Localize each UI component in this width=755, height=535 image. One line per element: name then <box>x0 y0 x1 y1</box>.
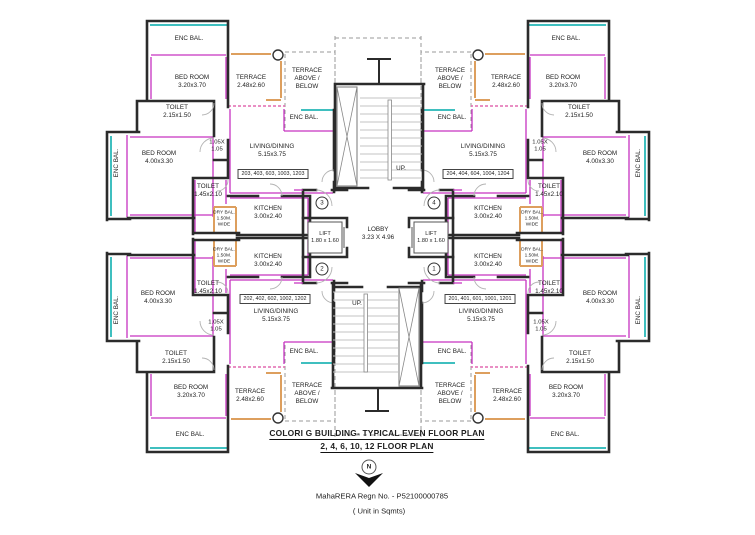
terrace-above-below-label: TERRACE ABOVE / BELOW <box>291 382 323 405</box>
point-marker-2: 2 <box>315 262 329 276</box>
terrace-above-below-label: TERRACE ABOVE / BELOW <box>291 67 323 90</box>
enc-balcony-label: ENC BAL. <box>437 348 467 356</box>
unit-bottom-left-walls <box>105 236 337 454</box>
rera-registration-text: MahaRERA Regn No. - P52100000785 <box>315 491 449 501</box>
unit-numbers-badge: 202, 402, 602, 1002, 1202 <box>239 294 311 304</box>
enc-balcony-label: ENC BAL. <box>113 148 121 178</box>
stair-up-label: UP. <box>352 300 362 308</box>
enc-balcony-label: ENC BAL. <box>635 295 643 325</box>
terrace-above-below-label: TERRACE ABOVE / BELOW <box>434 382 466 405</box>
unit-numbers-badge: 203, 403, 603, 1003, 1203 <box>237 169 309 179</box>
enc-balcony-label: ENC BAL. <box>289 114 319 122</box>
core-walls <box>294 37 462 436</box>
dry-balcony-label: DRY BAL. 1.50M. WIDE <box>521 210 543 227</box>
enc-balcony-label: ENC BAL. <box>551 35 581 43</box>
unit-top-right-walls <box>419 19 651 237</box>
plan-subtitle: 2, 4, 6, 10, 12 FLOOR PLAN <box>320 441 434 453</box>
enc-balcony-label: ENC BAL. <box>550 431 580 439</box>
enc-balcony-label: ENC BAL. <box>174 35 204 43</box>
point-marker-4: 4 <box>427 196 441 210</box>
unit-numbers-badge: 201, 401, 601, 1001, 1201 <box>444 294 516 304</box>
passage-dim-label: 1.05X 1.05 <box>209 139 225 153</box>
enc-balcony-label: ENC BAL. <box>635 148 643 178</box>
plan-title: COLORI G BUILDING- TYPICAL EVEN FLOOR PL… <box>269 428 485 440</box>
point-marker-1: 1 <box>427 262 441 276</box>
unit-top-left-walls <box>105 19 337 237</box>
north-label: N <box>366 463 372 471</box>
dry-balcony-label: DRY BAL. 1.50M. WIDE <box>213 247 235 264</box>
stair-up-label: UP. <box>396 165 406 173</box>
point-marker-3: 3 <box>315 196 329 210</box>
terrace-above-below-label: TERRACE ABOVE / BELOW <box>434 67 466 90</box>
unit-note-text: ( Unit in Sqmts) <box>352 506 406 516</box>
north-arrow <box>355 459 383 487</box>
passage-dim-label: 1.05X 1.05 <box>532 139 548 153</box>
enc-balcony-label: ENC BAL. <box>175 431 205 439</box>
dry-balcony-label: DRY BAL. 1.50M. WIDE <box>213 210 235 227</box>
unit-numbers-badge: 204, 404, 604, 1004, 1204 <box>442 169 514 179</box>
unit-bottom-right-walls <box>419 236 651 454</box>
dry-balcony-label: DRY BAL. 1.50M. WIDE <box>521 247 543 264</box>
enc-balcony-label: ENC BAL. <box>113 295 121 325</box>
passage-dim-label: 1.05X 1.05 <box>533 319 549 333</box>
enc-balcony-label: ENC BAL. <box>437 114 467 122</box>
passage-dim-label: 1.05X 1.05 <box>208 319 224 333</box>
enc-balcony-label: ENC BAL. <box>289 348 319 356</box>
